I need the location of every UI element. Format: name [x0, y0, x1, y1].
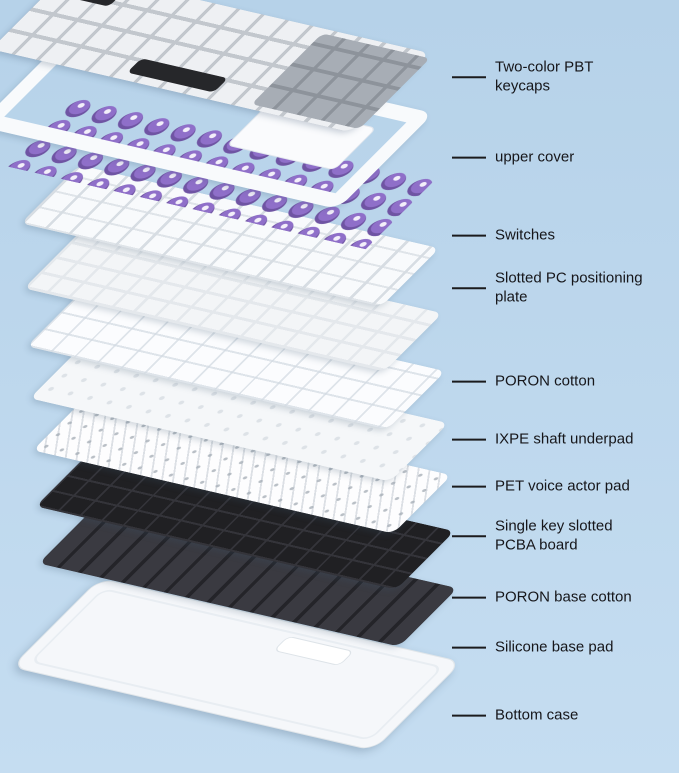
- label-text: PORON base cotton: [495, 588, 632, 606]
- black-keycap-cluster: [37, 0, 137, 7]
- label-text: Silicone base pad: [495, 638, 614, 656]
- label-text: Slotted PC positioning plate: [495, 269, 643, 305]
- label-text: Two-color PBT keycaps: [495, 58, 594, 94]
- leader-line: [452, 597, 486, 599]
- label-bottom-case: Bottom case: [452, 707, 645, 726]
- leader-line: [452, 439, 486, 441]
- label-poron-base-cotton: PORON base cotton: [452, 589, 645, 608]
- label-text: PORON cotton: [495, 372, 596, 390]
- label-text: Bottom case: [495, 706, 579, 724]
- label-single-key-slotted-pcba-board: Single key slotted PCBA board: [452, 517, 645, 555]
- leader-line: [452, 157, 486, 159]
- leader-line: [452, 287, 486, 289]
- label-slotted-pc-positioning-plate: Slotted PC positioning plate: [452, 269, 645, 307]
- label-ixpe-shaft-underpad: IXPE shaft underpad: [452, 431, 645, 450]
- leader-line: [452, 715, 486, 717]
- label-poron-cotton: PORON cotton: [452, 373, 645, 392]
- label-text: upper cover: [495, 148, 575, 166]
- label-upper-cover: upper cover: [452, 149, 645, 168]
- leader-line: [452, 647, 486, 649]
- leader-line: [452, 235, 486, 237]
- leader-line: [452, 76, 486, 78]
- leader-line: [452, 486, 486, 488]
- leader-line: [452, 535, 486, 537]
- label-switches: Switches: [452, 227, 645, 246]
- label-text: PET voice actor pad: [495, 477, 630, 495]
- label-text: Single key slotted PCBA board: [495, 517, 613, 553]
- label-text: Switches: [495, 226, 556, 244]
- label-two-color-pbt-keycaps: Two-color PBT keycaps: [452, 58, 645, 96]
- label-pet-voice-actor-pad: PET voice actor pad: [452, 478, 645, 497]
- leader-line: [452, 381, 486, 383]
- label-text: IXPE shaft underpad: [495, 430, 634, 448]
- label-silicone-base-pad: Silicone base pad: [452, 639, 645, 658]
